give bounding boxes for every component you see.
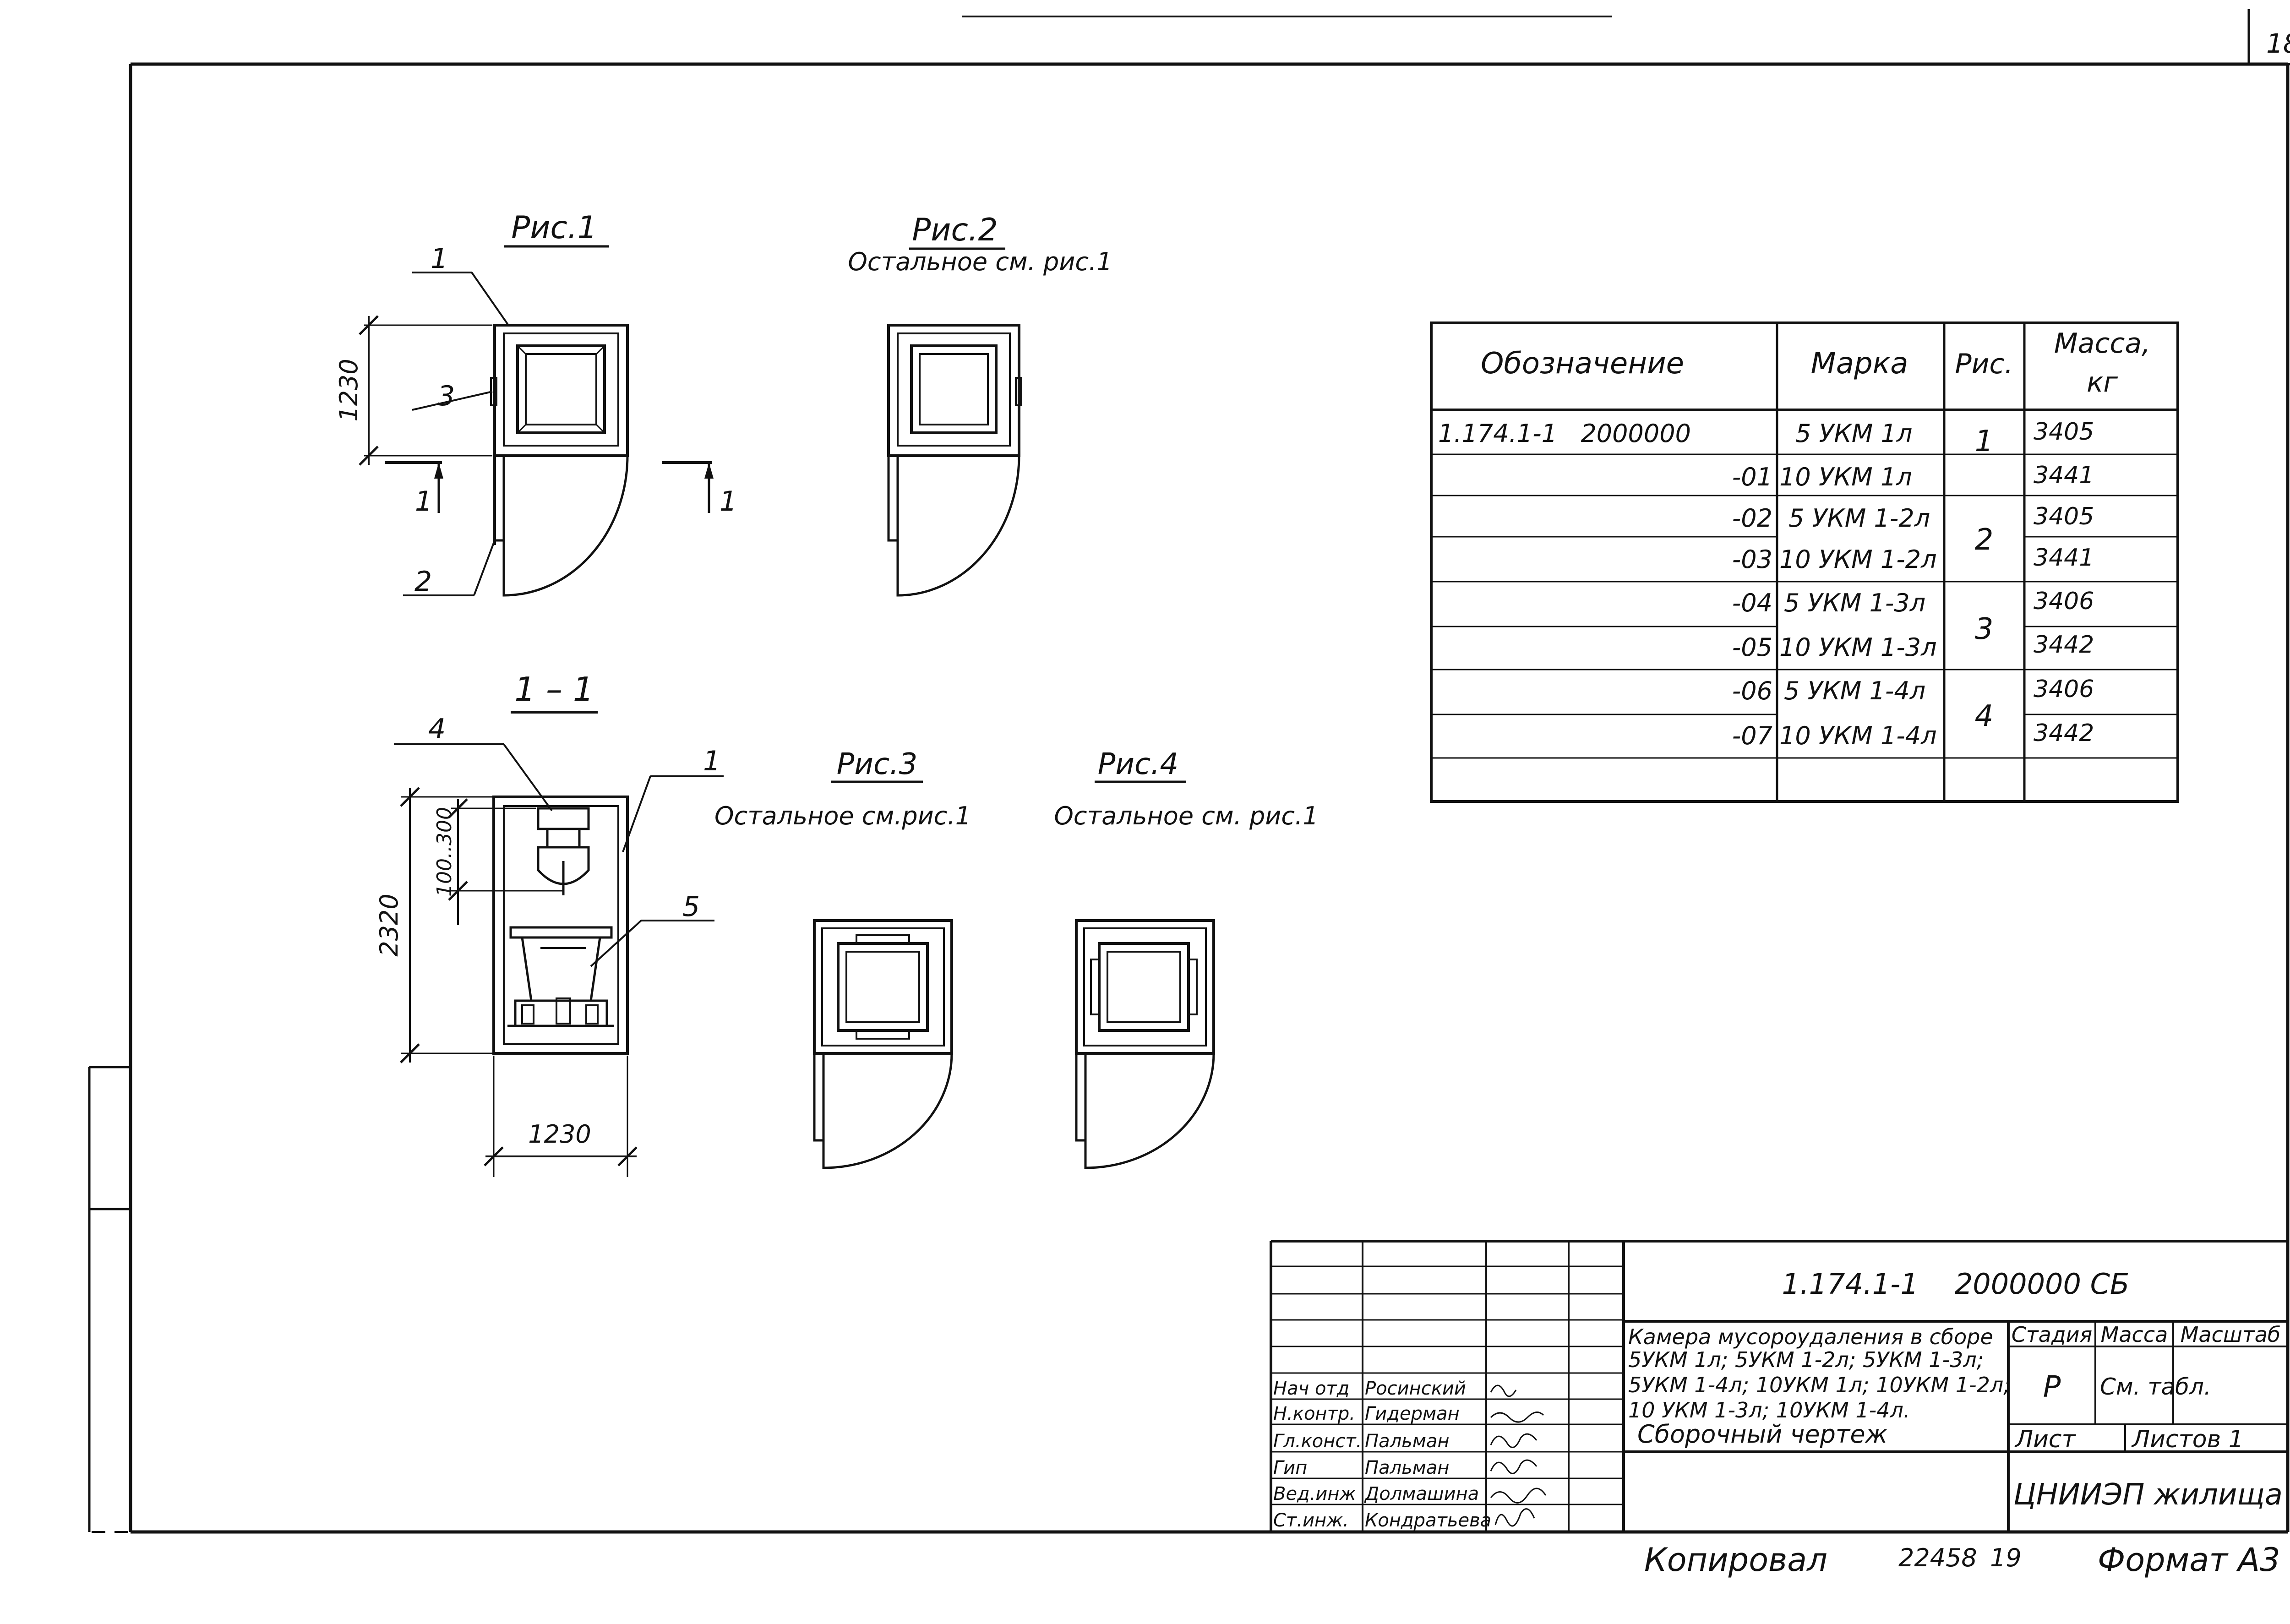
spec-row-mark: 10 УКМ 1-3л (1779, 633, 1937, 662)
spec-row-mass: 3442 (2034, 631, 2094, 659)
staff-name: Гидерман (1365, 1403, 1460, 1424)
spec-row-designation: -02 (1732, 504, 1772, 533)
fig1-callout-1: 1 (431, 243, 448, 275)
figure-4-note: Остальное см. рис.1 (1054, 801, 1318, 830)
staff-role: Гип (1273, 1457, 1307, 1478)
spec-fig-group: 2 (1975, 523, 1994, 557)
section-dim-width: 1230 (528, 1120, 591, 1149)
spec-row-mass: 3406 (2034, 588, 2094, 615)
mass-label: Масса (2101, 1322, 2168, 1347)
staff-role: Ст.инж. (1273, 1510, 1349, 1531)
figure-1-title: Рис.1 (511, 210, 597, 246)
scale-label: Масштаб (2181, 1322, 2281, 1347)
fig1-callout-2: 2 (414, 566, 432, 598)
spec-row-mass: 3405 (2034, 418, 2094, 446)
spec-row-mass: 3405 (2034, 503, 2094, 530)
staff-name: Кондратьева (1365, 1510, 1491, 1531)
spec-row-mass: 3406 (2034, 676, 2094, 703)
title-block-description: 5УКМ 1л; 5УКМ 1-2л; 5УКМ 1-3л; (1628, 1347, 1984, 1372)
fig1-dim-height: 1230 (334, 359, 363, 421)
spec-row-mark: 10 УКМ 1-2л (1779, 545, 1937, 574)
sheet-label: Лист (2014, 1426, 2076, 1453)
spec-header-mark: Марка (1811, 347, 1908, 381)
staff-role: Вед.инж (1273, 1483, 1356, 1504)
stage-value: Р (2043, 1370, 2061, 1404)
title-block-description: 5УКМ 1-4л; 10УКМ 1л; 10УКМ 1-2л; (1628, 1373, 2011, 1397)
title-block-code: 1.174.1-1 2000000 СБ (1782, 1267, 2130, 1301)
spec-row-mark: 10 УКМ 1л (1779, 463, 1912, 491)
figure-4-title: Рис.4 (1098, 747, 1178, 781)
spec-row-designation: -01 (1732, 463, 1772, 491)
figure-3-note: Остальное см.рис.1 (714, 801, 971, 830)
figure-4: Рис.4 Остальное см. рис.1 (1054, 747, 1319, 1169)
spec-row-mass: 3441 (2034, 462, 2094, 489)
spec-row-mass: 3441 (2034, 544, 2094, 572)
spec-row-mark: 5 УКМ 1-4л (1784, 676, 1925, 705)
spec-row-designation: -07 (1732, 721, 1772, 750)
spec-row-designation: 1.174.1-1 2000000 (1438, 419, 1691, 448)
staff-role: Гл.конст. (1273, 1431, 1362, 1452)
mass-value: См. табл. (2100, 1373, 2211, 1400)
spec-row-designation: -04 (1732, 589, 1772, 617)
spec-row-designation: -03 (1732, 545, 1772, 574)
spec-header-mass: Масса, (2054, 327, 2150, 360)
staff-role: Нач отд (1273, 1378, 1349, 1399)
title-block-drawing-type: Сборочный чертеж (1637, 1420, 1888, 1449)
sheet-frame (88, 9, 2290, 1534)
spec-fig-group: 4 (1975, 699, 1994, 733)
spec-header-mass-unit: кг (2087, 366, 2118, 398)
staff-role: Н.контр. (1273, 1403, 1355, 1424)
spec-row-mark: 5 УКМ 1л (1795, 419, 1912, 448)
format-label: Формат А3 (2098, 1541, 2280, 1579)
section-callout-4: 4 (428, 713, 446, 745)
sheets-label: Листов 1 (2131, 1426, 2244, 1453)
spec-row-mass: 3442 (2034, 719, 2094, 747)
figure-2-title: Рис.2 (912, 212, 998, 248)
section-dim-small: 100..300 (433, 807, 456, 897)
spec-fig-group: 3 (1975, 612, 1994, 646)
staff-name: Пальман (1365, 1431, 1450, 1452)
signatures (1490, 1384, 1547, 1527)
figure-3: Рис.3 Остальное см.рис.1 (714, 747, 971, 1169)
spec-row-mark: 10 УКМ 1-4л (1779, 721, 1937, 750)
stage-label: Стадия (2012, 1322, 2092, 1347)
figure-2-note: Остальное см. рис.1 (848, 247, 1112, 276)
section-title: 1 – 1 (514, 670, 594, 708)
order-number-suffix: 19 (1990, 1543, 2022, 1572)
fig1-section-mark-left: 1 (415, 485, 432, 518)
organization: ЦНИИЭП жилища (2013, 1478, 2283, 1512)
section-callout-5: 5 (682, 891, 700, 923)
spec-fig-group: 1 (1975, 425, 1994, 458)
title-block-description: 10 УКМ 1-3л; 10УКМ 1-4л. (1628, 1398, 1910, 1422)
order-number: 22458 (1898, 1543, 1977, 1572)
section-1-1: 1 – 1 4 1 5 2320 (375, 670, 724, 1177)
staff-name: Пальман (1365, 1457, 1450, 1478)
spec-row-designation: -06 (1732, 676, 1772, 705)
staff-name: Росинский (1365, 1378, 1466, 1399)
spec-row-mark: 5 УКМ 1-3л (1784, 589, 1925, 617)
figure-3-title: Рис.3 (837, 747, 917, 781)
spec-row-mark: 5 УКМ 1-2л (1788, 504, 1930, 533)
staff-name: Долмашина (1364, 1483, 1479, 1504)
spec-header-designation: Обозначение (1481, 347, 1684, 381)
figure-2: Рис.2 Остальное см. рис.1 (848, 212, 1112, 597)
copied-label: Копировал (1644, 1541, 1827, 1579)
section-callout-1: 1 (703, 745, 720, 777)
spec-header-fig: Рис. (1955, 348, 2013, 380)
title-block: 1.174.1-1 2000000 СБ Камера мусороудален… (1270, 1240, 2288, 1532)
spec-row-designation: -05 (1732, 633, 1772, 662)
fig1-section-mark-right: 1 (720, 485, 737, 518)
title-block-description: Камера мусороудаления в сборе (1628, 1324, 1993, 1349)
spec-table: Обозначение Марка Рис. Масса, кг 1.174.1… (1430, 322, 2179, 803)
fig1-callout-3: 3 (437, 380, 455, 412)
figure-1: Рис.1 1 3 2 1230 1 (334, 210, 737, 598)
section-dim-height: 2320 (375, 894, 403, 956)
sheet-number: 18 (2266, 28, 2290, 59)
